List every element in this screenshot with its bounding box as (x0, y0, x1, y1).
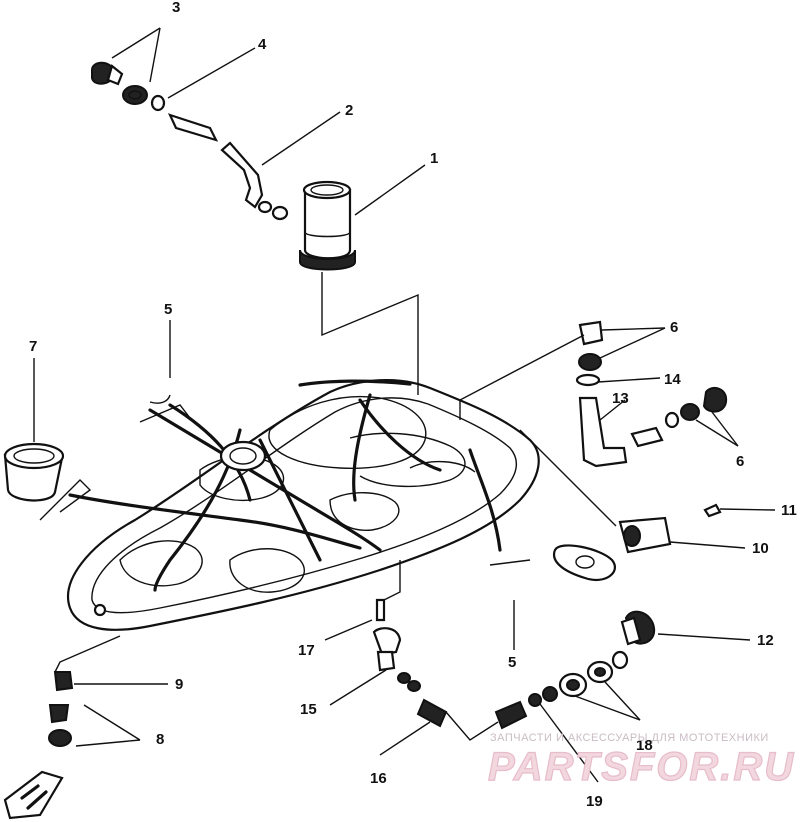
callout-6-upper: 6 (670, 319, 678, 336)
callout-4: 4 (258, 36, 267, 53)
callout-16: 16 (370, 770, 387, 787)
right-fittings (575, 320, 728, 468)
callout-14: 14 (664, 371, 681, 388)
callout-19: 19 (586, 793, 603, 810)
watermark: ЗАПЧАСТИ И АКСЕССУАРЫ ДЛЯ МОТОТЕХНИКИ PA… (487, 732, 795, 790)
callout-2: 2 (345, 102, 353, 119)
callout-13: 13 (612, 390, 629, 407)
watermark-tagline: ЗАПЧАСТИ И АКСЕССУАРЫ ДЛЯ МОТОТЕХНИКИ (490, 732, 769, 744)
watermark-logo: PARTSFOR.RU (488, 745, 795, 789)
callout-8: 8 (156, 731, 164, 748)
callout-5-upper: 5 (164, 301, 172, 318)
drain-assembly (372, 598, 656, 741)
callout-5-lower: 5 (508, 654, 516, 671)
leader-lines (33, 27, 776, 783)
vent-assembly (552, 503, 722, 581)
fuel-filler-1 (299, 180, 356, 271)
hose-assembly (91, 61, 289, 221)
callout-3: 3 (172, 0, 180, 16)
callout-15: 15 (300, 701, 317, 718)
callout-9: 9 (175, 676, 183, 693)
callout-numbers: 1 2 3 4 5 5 6 6 7 8 9 10 11 12 13 14 15 … (29, 0, 797, 810)
left-parts (3, 442, 74, 820)
callout-12: 12 (757, 632, 774, 649)
callout-7: 7 (29, 338, 37, 355)
callout-6-lower: 6 (736, 453, 744, 470)
callout-11: 11 (781, 502, 797, 519)
callout-1: 1 (430, 150, 438, 167)
callout-18: 18 (636, 737, 653, 754)
hull-deck (67, 379, 540, 631)
callout-17: 17 (298, 642, 315, 659)
callout-10: 10 (752, 540, 769, 557)
